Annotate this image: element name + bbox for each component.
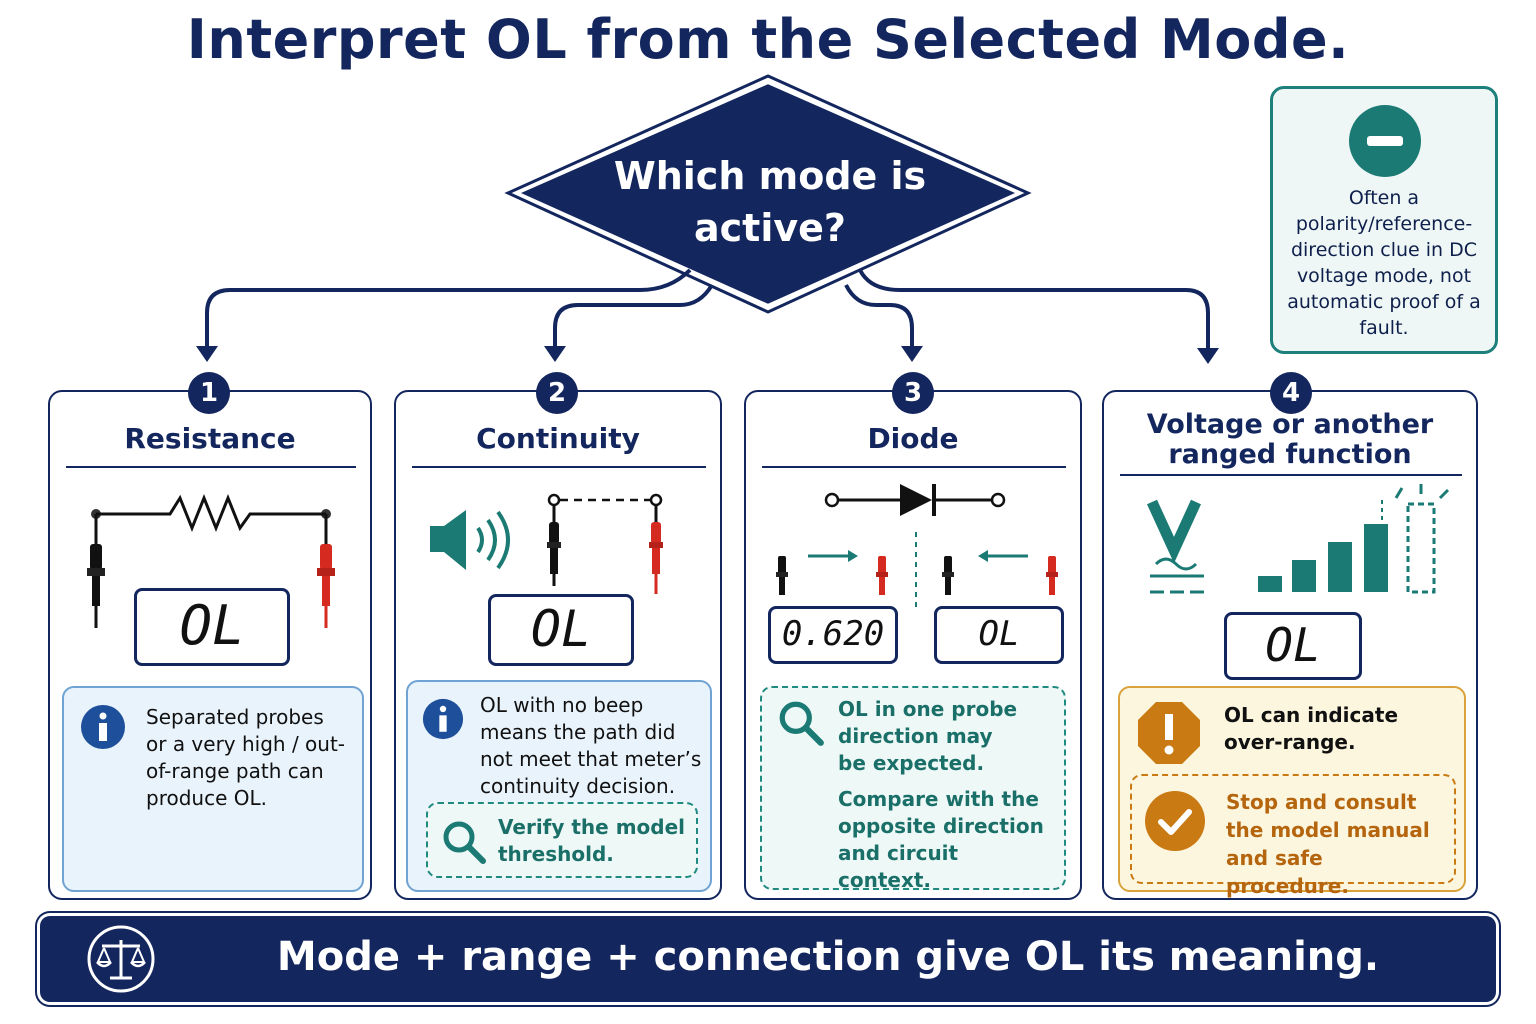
minus-icon bbox=[1349, 105, 1421, 177]
info-text-secondary: Compare with the opposite direction and … bbox=[838, 787, 1044, 892]
magnifier-icon bbox=[779, 701, 824, 746]
range-bars-icon bbox=[1258, 484, 1450, 594]
probe-direction-icon bbox=[776, 532, 1058, 612]
voltage-icon bbox=[1147, 499, 1204, 594]
card-title: Voltage or another ranged function bbox=[1146, 409, 1434, 470]
card-diode: 3 Diode 0.620 OL OL in one probe bbox=[744, 372, 1082, 900]
action-text: Stop and consult the model manual and sa… bbox=[1226, 790, 1430, 898]
step-badge: 3 bbox=[892, 372, 934, 414]
arrow-to-diode bbox=[844, 284, 914, 348]
meter-display: OL bbox=[1224, 612, 1362, 680]
resistor-probes-icon bbox=[87, 493, 335, 628]
title-divider bbox=[412, 466, 706, 468]
footer-text: Mode + range + connection give OL its me… bbox=[276, 934, 1380, 980]
card-resistance: 1 Resistance OL Separated probes or a ve… bbox=[48, 372, 372, 900]
card-continuity: 2 Continuity OL OL with no beep means th… bbox=[394, 372, 722, 900]
warning-octagon-icon bbox=[1138, 702, 1200, 764]
meter-display: OL bbox=[134, 588, 290, 666]
step-badge: 4 bbox=[1270, 372, 1312, 414]
info-icon bbox=[422, 698, 464, 740]
step-badge: 1 bbox=[188, 372, 230, 414]
polarity-note: Often a polarity/reference-direction clu… bbox=[1270, 86, 1498, 354]
info-text: Separated probes or a very high / out-of… bbox=[146, 705, 346, 810]
card-title: Continuity bbox=[476, 422, 640, 455]
speaker-icon bbox=[430, 510, 510, 570]
title-divider bbox=[66, 466, 356, 468]
card-title: Resistance bbox=[124, 422, 296, 455]
meter-display-forward: 0.620 bbox=[768, 606, 898, 664]
note-text: Often a polarity/reference-direction clu… bbox=[1287, 187, 1481, 339]
card-voltage: 4 Voltage or another ranged function OL … bbox=[1102, 372, 1478, 900]
title-divider bbox=[762, 466, 1066, 468]
title-divider bbox=[1120, 474, 1462, 476]
info-box: OL in one probe direction may be expecte… bbox=[760, 686, 1066, 892]
page-title: Interpret OL from the Selected Mode. bbox=[186, 8, 1350, 71]
magnifier-icon bbox=[443, 821, 486, 864]
step-badge: 2 bbox=[536, 372, 578, 414]
arrow-to-voltage bbox=[858, 269, 1210, 350]
open-probes-icon bbox=[547, 493, 663, 594]
info-icon bbox=[81, 705, 125, 749]
arrow-to-resistance bbox=[205, 268, 692, 348]
meter-display: OL bbox=[488, 594, 634, 666]
meter-display-reverse: OL bbox=[934, 606, 1064, 664]
check-circle-icon bbox=[1145, 791, 1205, 851]
info-box: Separated probes or a very high / out-of… bbox=[62, 686, 364, 892]
info-text-primary: OL in one probe direction may be expecte… bbox=[838, 697, 1018, 775]
warning-box: OL can indicate over-range. Stop and con… bbox=[1118, 686, 1466, 898]
decision-question: Which mode is active? bbox=[613, 154, 927, 250]
diode-icon bbox=[824, 484, 1006, 516]
warning-text: OL can indicate over-range. bbox=[1224, 703, 1399, 754]
info-text: OL with no beep means the path did not m… bbox=[480, 693, 702, 798]
info-box: OL with no beep means the path did not m… bbox=[406, 680, 712, 892]
tip-text: Verify the model threshold. bbox=[498, 815, 686, 866]
decision-diamond bbox=[511, 79, 1025, 309]
arrow-to-continuity bbox=[553, 283, 714, 348]
footer-banner: Mode + range + connection give OL its me… bbox=[40, 916, 1496, 1002]
tip-box: Verify the model threshold. bbox=[426, 802, 698, 878]
card-title: Diode bbox=[867, 422, 959, 455]
action-box: Stop and consult the model manual and sa… bbox=[1130, 774, 1456, 898]
scale-icon bbox=[87, 925, 155, 993]
